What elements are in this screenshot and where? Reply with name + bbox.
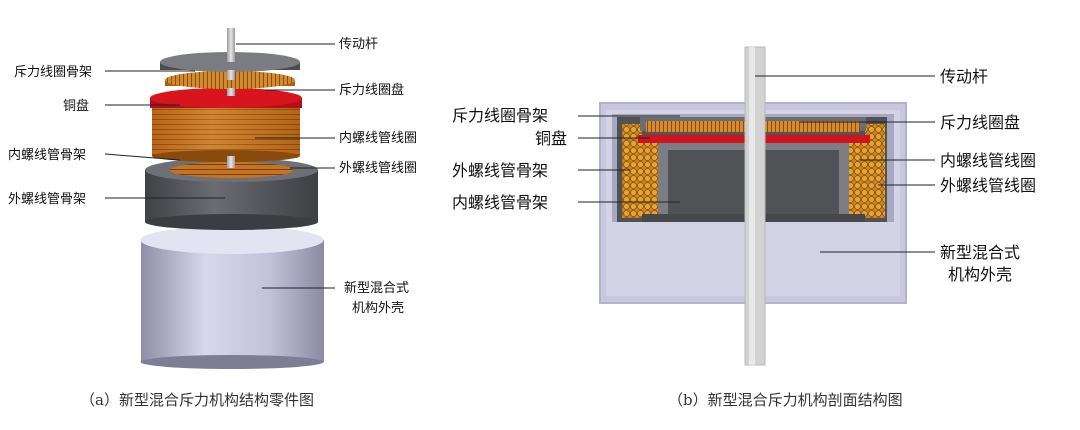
label-outer-solenoid-coil-b: 外螺线管线圈 — [940, 176, 1036, 195]
figure-b-cross-section: 传动杆 斥力线圈骨架 斥力线圈盘 铜盘 内螺线管线圈 外螺线管骨架 外螺线管线圈… — [452, 46, 1036, 409]
caption-b: （b）新型混合斥力机构剖面结构图 — [668, 391, 903, 409]
outer-coil-right — [865, 124, 885, 218]
outer-coil-left — [622, 124, 642, 218]
label-inner-solenoid-coil-a: 内螺线管线圈 — [339, 130, 417, 146]
label-housing-line2-a: 机构外壳 — [352, 301, 404, 316]
label-drive-rod-b: 传动杆 — [940, 67, 988, 86]
label-housing-line1-a: 新型混合式 — [344, 280, 409, 296]
label-outer-solenoid-frame-b: 外螺线管骨架 — [452, 161, 548, 180]
label-copper-disk-b: 铜盘 — [535, 129, 567, 148]
outer-solenoid-frame-part-a — [145, 158, 318, 230]
label-inner-solenoid-coil-b: 内螺线管线圈 — [940, 151, 1036, 170]
label-repulsion-coil-disk-b: 斥力线圈盘 — [940, 113, 1020, 132]
label-copper-disk-a: 铜盘 — [63, 98, 89, 114]
label-inner-solenoid-frame-a: 内螺线管骨架 — [8, 147, 86, 163]
label-repulsion-coil-frame-a: 斥力线圈骨架 — [14, 65, 92, 80]
label-drive-rod-a: 传动杆 — [339, 37, 378, 52]
label-housing-line2-b: 机构外壳 — [948, 265, 1012, 284]
inner-coil-right — [849, 140, 865, 214]
caption-a: （a）新型混合斥力机构结构零件图 — [80, 391, 314, 409]
drive-rod-part-a — [227, 28, 235, 168]
label-outer-solenoid-frame-a: 外螺线管骨架 — [8, 192, 86, 207]
inner-solenoid-coil-part-a — [152, 106, 300, 162]
label-repulsion-coil-disk-a: 斥力线圈盘 — [339, 82, 404, 98]
label-outer-solenoid-coil-a: 外螺线管线圈 — [339, 161, 417, 176]
figure-a-exploded-view: 传动杆 斥力线圈骨架 斥力线圈盘 铜盘 内螺线管线圈 内螺线管骨架 外螺线管线圈… — [8, 28, 417, 409]
copper-disk-part-a — [150, 88, 302, 108]
label-housing-line1-b: 新型混合式 — [940, 243, 1020, 262]
inner-coil-left — [642, 140, 658, 214]
label-repulsion-coil-frame-b: 斥力线圈骨架 — [452, 106, 548, 125]
housing-part-a — [140, 226, 324, 369]
label-inner-solenoid-frame-b: 内螺线管骨架 — [452, 193, 548, 212]
